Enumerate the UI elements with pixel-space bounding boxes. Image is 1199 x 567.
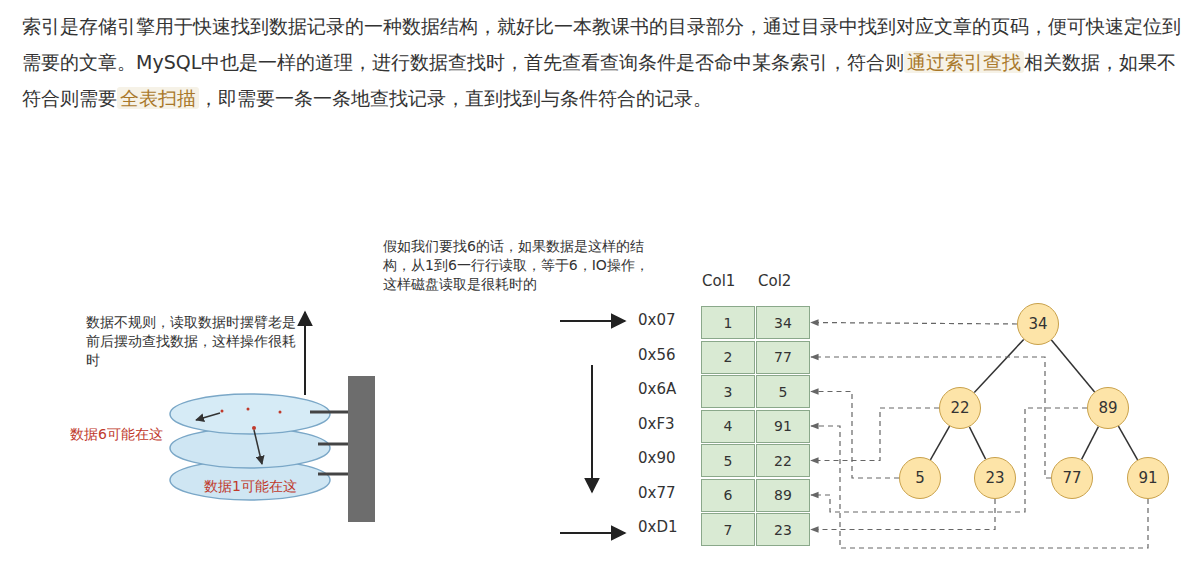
node-text: 77 — [1062, 469, 1081, 487]
table-cell: 4 — [701, 410, 755, 443]
tree-edge — [1082, 427, 1099, 460]
node-text: 3 — [724, 384, 733, 400]
column-header: Col1 — [702, 272, 735, 290]
tree-node: 89 — [1087, 387, 1129, 429]
tree-node: 23 — [974, 457, 1016, 499]
pointer-connector — [811, 392, 899, 479]
disk-platters — [170, 394, 330, 500]
intro-paragraph: 索引是存储引擎用于快速找到数据记录的一种数据结构，就好比一本教课书的目录部分，通… — [22, 8, 1187, 116]
table-cell: 34 — [756, 306, 810, 339]
actuator-post — [348, 376, 375, 522]
table-cell: 2 — [701, 341, 755, 374]
pointer-connector — [811, 426, 1148, 548]
node-text: 89 — [774, 487, 792, 503]
node-text: 91 — [774, 418, 792, 434]
node-text: 5 — [779, 384, 788, 400]
node-text: 34 — [1028, 315, 1047, 333]
actuator-arms — [310, 412, 348, 474]
node-text: 5 — [724, 453, 733, 469]
data-dots — [221, 408, 282, 431]
tree-node: 5 — [899, 457, 941, 499]
data-location-note: 数据1可能在这 — [204, 478, 297, 496]
row-address: 0xF3 — [638, 415, 675, 433]
node-text: 23 — [774, 522, 792, 538]
disk-note: 数据不规则，读取数据时摆臂老是前后摆动查找数据，这样操作很耗时 — [86, 313, 298, 370]
tree-edge — [969, 427, 985, 459]
table-cell: 5 — [756, 375, 810, 408]
paragraph-text: ，即需要一条一条地查找记录，直到找到与条件符合的记录。 — [199, 87, 712, 109]
row-address: 0x6A — [638, 380, 676, 398]
table-cell: 77 — [756, 341, 810, 374]
node-text: 7 — [724, 522, 733, 538]
table-cell: 22 — [756, 444, 810, 477]
tree-edge — [1118, 426, 1137, 460]
node-text: 89 — [1098, 399, 1117, 417]
node-text: 5 — [915, 469, 925, 487]
highlight-term: 通过索引查找 — [904, 51, 1024, 73]
pointer-connector — [811, 408, 939, 461]
tree-node: 77 — [1051, 457, 1093, 499]
node-text: 34 — [774, 315, 792, 331]
table-cell: 5 — [701, 444, 755, 477]
column-header: Col2 — [758, 272, 791, 290]
tree-node: 34 — [1017, 303, 1059, 345]
table-cell: 23 — [756, 513, 810, 546]
tree-node: 91 — [1127, 457, 1169, 499]
node-text: 23 — [985, 469, 1004, 487]
row-address: 0x56 — [638, 346, 676, 364]
tree-edge — [974, 339, 1023, 392]
table-cell: 6 — [701, 479, 755, 512]
node-text: 1 — [724, 315, 733, 331]
node-text: 6 — [724, 487, 733, 503]
highlight-term: 全表扫描 — [117, 87, 199, 109]
end-pointer — [560, 532, 625, 534]
pointer-connector — [811, 499, 995, 530]
data-location-note: 数据6可能在这 — [70, 426, 163, 444]
tree-edge — [1051, 340, 1094, 392]
scan-direction-arrow — [591, 365, 593, 492]
table-cell: 3 — [701, 375, 755, 408]
node-text: 91 — [1138, 469, 1157, 487]
tree-node: 22 — [939, 387, 981, 429]
arm-motion-arrow — [304, 312, 306, 395]
node-text: 22 — [774, 453, 792, 469]
pointer-connector — [811, 323, 1017, 325]
table-cell: 7 — [701, 513, 755, 546]
row-address: 0xD1 — [638, 518, 678, 536]
start-pointer — [560, 320, 625, 322]
table-cell: 89 — [756, 479, 810, 512]
node-text: 22 — [950, 399, 969, 417]
node-text: 4 — [724, 418, 733, 434]
node-text: 77 — [774, 349, 792, 365]
tree-edge — [930, 426, 949, 460]
scan-note: 假如我们要找6的话，如果数据是这样的结构，从1到6一行行读取，等于6，IO操作，… — [383, 237, 655, 294]
row-address: 0x07 — [638, 311, 676, 329]
node-text: 2 — [724, 349, 733, 365]
table-cell: 1 — [701, 306, 755, 339]
row-address: 0x90 — [638, 449, 676, 467]
table-cell: 91 — [756, 410, 810, 443]
row-address: 0x77 — [638, 484, 676, 502]
